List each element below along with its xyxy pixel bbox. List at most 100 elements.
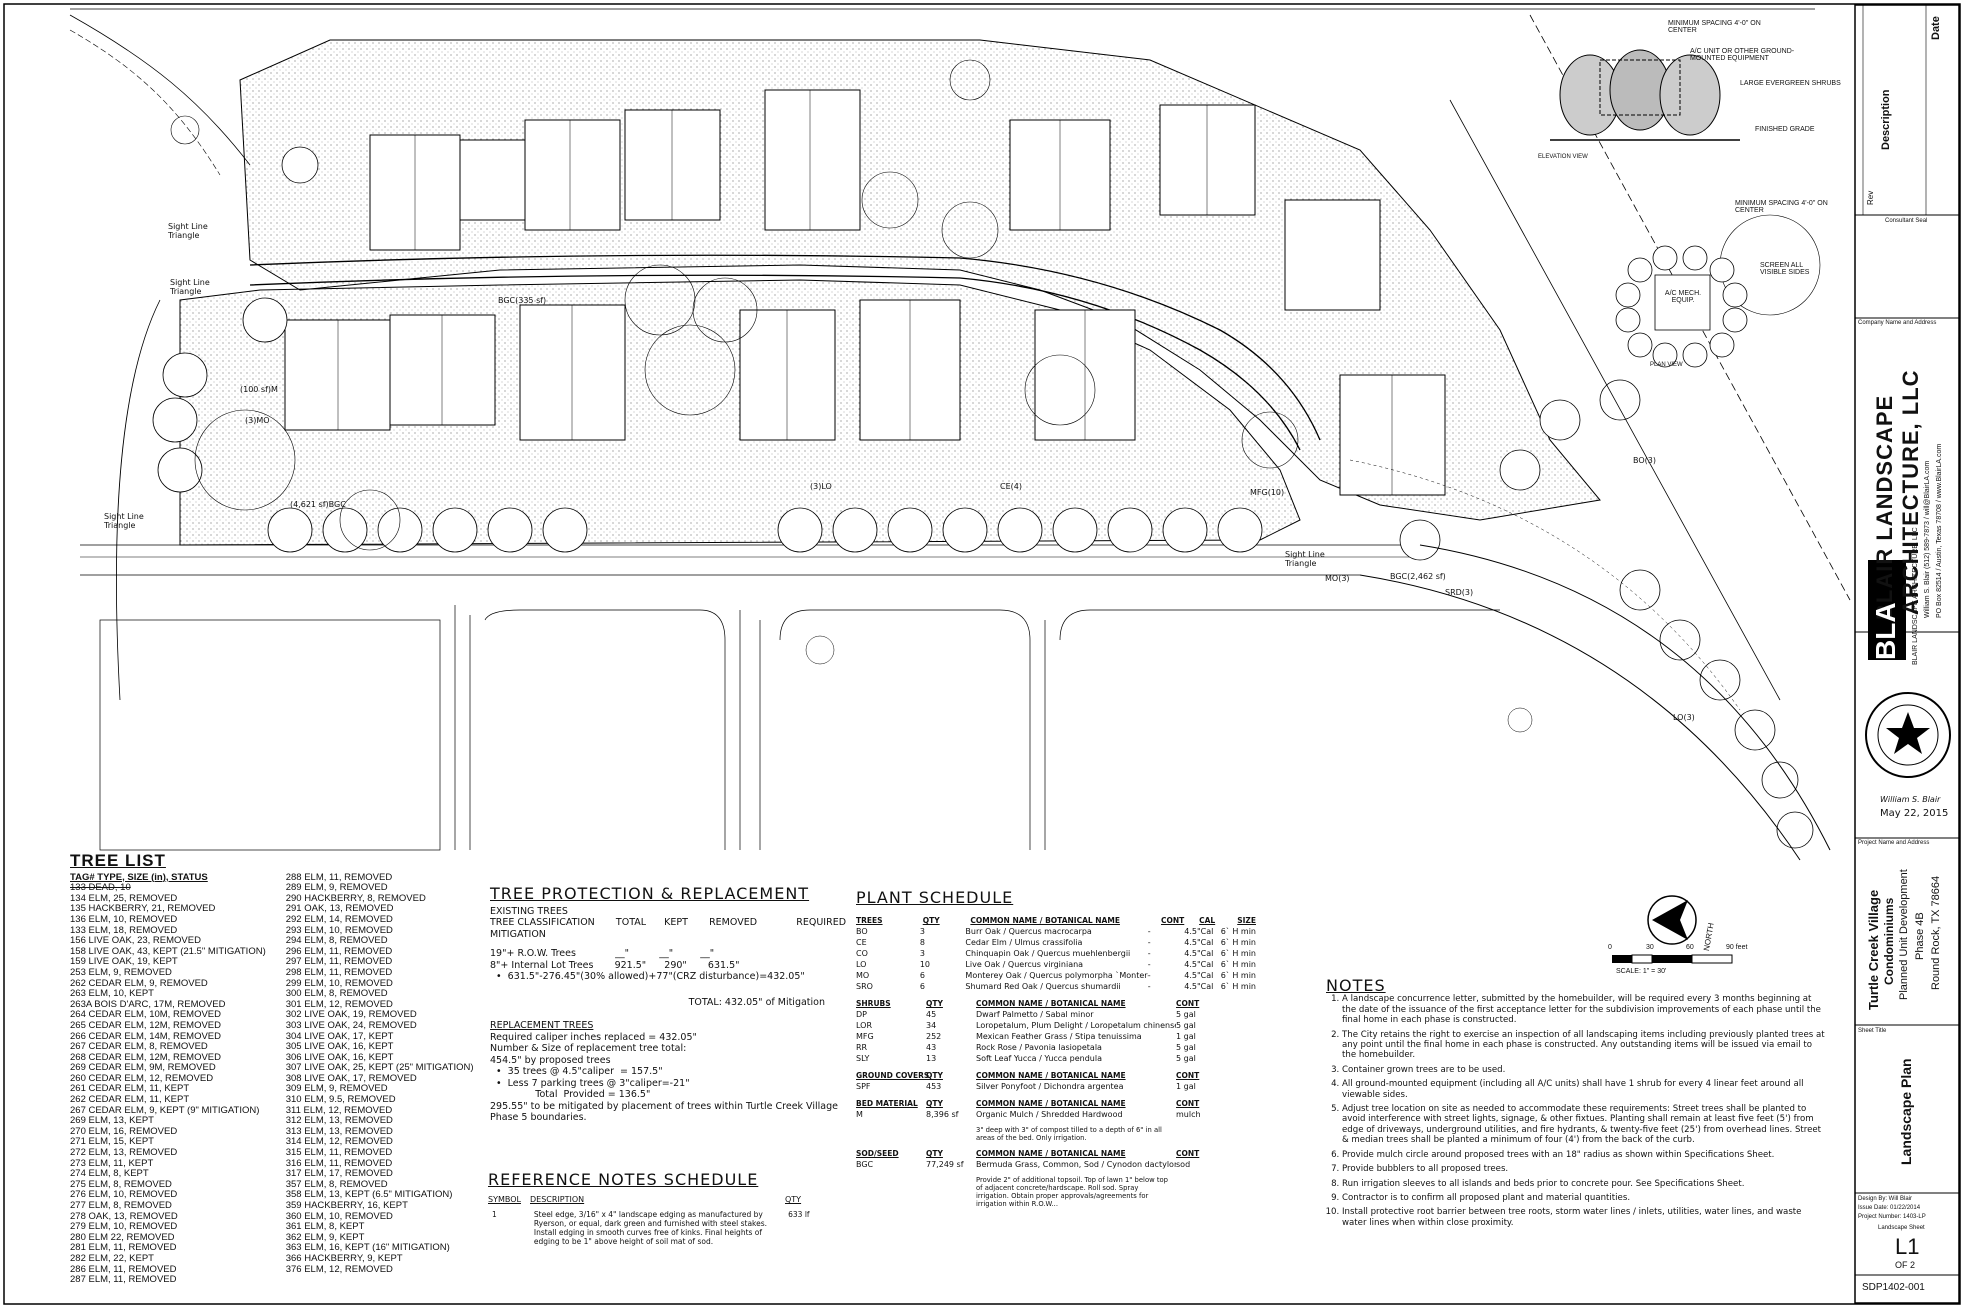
plant-schedule-header-cell: CAL bbox=[1199, 916, 1216, 925]
note-item: The City retains the right to exercise a… bbox=[1342, 1030, 1826, 1061]
tree-list-item: 262 CEDAR ELM, 11, KEPT bbox=[70, 1094, 190, 1106]
tree-protection-line bbox=[490, 940, 825, 948]
plant-schedule-title: PLANT SCHEDULE bbox=[856, 888, 1014, 907]
plant-schedule-cell: 252 bbox=[926, 1032, 942, 1041]
project-label: Project Name and Address bbox=[1858, 840, 1930, 846]
plant-schedule-header-cell: SIZE bbox=[1237, 916, 1256, 925]
north-arrow bbox=[1647, 895, 1697, 945]
plant-schedule-cell: 34 bbox=[926, 1021, 937, 1030]
plant-schedule-cell: CE bbox=[856, 938, 867, 947]
plant-schedule-cell: 10 bbox=[919, 960, 931, 969]
tree-list-item: 314 ELM, 12, REMOVED bbox=[285, 1136, 393, 1148]
sod-note: Provide 2" of additional topsoil. Top of… bbox=[976, 1176, 1168, 1208]
description-label: Description bbox=[1880, 89, 1892, 150]
tree-protection-line: TREE CLASSIFICATION TOTAL KEPT REMOVED R… bbox=[490, 917, 847, 928]
tree-list-item: 278 OAK, 13, REMOVED bbox=[70, 1210, 178, 1222]
plant-schedule-cell: 3 bbox=[919, 927, 925, 936]
tree-protection-section: TREE PROTECTION & REPLACEMENT EXISTING T… bbox=[490, 886, 847, 1124]
plant-schedule-cell: 8,396 sf bbox=[926, 1110, 959, 1119]
tree-list-item: 363 ELM, 16, KEPT (16" MITIGATION) bbox=[285, 1242, 450, 1254]
tree-list-item: 302 LIVE OAK, 19, REMOVED bbox=[285, 1009, 417, 1021]
tree-list-item: 279 ELM, 10, REMOVED bbox=[70, 1221, 178, 1233]
tree-list-item: 265 CEDAR ELM, 12M, REMOVED bbox=[70, 1019, 221, 1031]
tree-list-item: 294 ELM, 8, REMOVED bbox=[285, 935, 388, 947]
plant-schedule-header-cell: GROUND COVERS bbox=[856, 1071, 930, 1080]
plan-detail bbox=[1615, 245, 1748, 368]
plant-schedule-header-cell: TREES bbox=[856, 916, 883, 925]
scale-tick-90: 90 feet bbox=[1726, 944, 1748, 951]
plant-schedule-header-cell: BED MATERIAL bbox=[856, 1099, 918, 1108]
plant-schedule-cell: 5 gal bbox=[1176, 1010, 1196, 1019]
tree-list-item: 311 ELM, 12, REMOVED bbox=[285, 1104, 393, 1116]
bgc-label-2: BGC(2,462 sf) bbox=[1390, 572, 1446, 581]
plant-schedule-cell: 4.5"Cal bbox=[1184, 938, 1214, 947]
plant-schedule-cell: Monterey Oak / Quercus polymorpha `Monte… bbox=[965, 971, 1148, 980]
tree-list-item: 360 ELM, 10, REMOVED bbox=[285, 1210, 393, 1222]
scale-label: SCALE: 1" = 30' bbox=[1616, 968, 1667, 975]
plant-schedule-header-cell: QTY bbox=[926, 1099, 943, 1108]
ac-equip-label: A/C MECH. EQUIP. bbox=[1664, 290, 1702, 304]
tree-list-item: 376 ELM, 12, REMOVED bbox=[285, 1263, 393, 1275]
plant-schedule-cell: 453 bbox=[926, 1082, 942, 1091]
plant-schedule-header-cell: CONT bbox=[1176, 1099, 1200, 1108]
plant-schedule-cell: 3 bbox=[919, 949, 925, 958]
plant-schedule-cell: Silver Ponyfoot / Dichondra argentea bbox=[976, 1082, 1124, 1091]
tree-list-item: 262 CEDAR ELM, 9, REMOVED bbox=[70, 977, 208, 989]
tree-list-item: 291 OAK, 13, REMOVED bbox=[285, 903, 394, 915]
plant-schedule-cell: 1 gal bbox=[1176, 1082, 1196, 1091]
tree-list-item: 296 ELM, 11, REMOVED bbox=[285, 945, 393, 957]
tree-list-item: 136 ELM, 10, REMOVED bbox=[70, 913, 178, 925]
scale-bar bbox=[1612, 954, 1733, 964]
plant-schedule-cell: 6` H min bbox=[1220, 982, 1256, 991]
tree-list-item: 266 CEDAR ELM, 14M, REMOVED bbox=[70, 1030, 221, 1042]
tree-list-item: 272 ELM, 13, REMOVED bbox=[70, 1147, 178, 1159]
plant-schedule-cell: 6 bbox=[919, 982, 925, 991]
tree-list-item: 267 CEDAR ELM, 8, REMOVED bbox=[70, 1041, 208, 1053]
mo-label-2: (3)MO bbox=[245, 416, 270, 425]
plant-schedule-cell: MFG bbox=[856, 1032, 874, 1041]
plant-schedule-cell: Loropetalum, Plum Delight / Loropetalum … bbox=[976, 1021, 1176, 1030]
replacement-title: REPLACEMENT TREES bbox=[490, 1020, 594, 1031]
plant-schedule-header-cell: COMMON NAME / BOTANICAL NAME bbox=[976, 999, 1126, 1008]
bgc-label-3: (4,621 sf)BGC bbox=[290, 500, 346, 509]
note-item: Provide mulch circle around proposed tre… bbox=[1342, 1150, 1826, 1160]
tree-list-item: 300 ELM, 8, REMOVED bbox=[285, 988, 388, 1000]
bo-label: BO(3) bbox=[1633, 456, 1656, 465]
plant-schedule-cell: 8 bbox=[919, 938, 925, 947]
tree-list-item: 133 ELM, 18, REMOVED bbox=[70, 924, 178, 936]
project-name-1: Turtle Creek Village bbox=[1866, 889, 1881, 1010]
plant-schedule-header-cell: COMMON NAME / BOTANICAL NAME bbox=[976, 1149, 1126, 1158]
tree-list-item: 316 ELM, 11, REMOVED bbox=[285, 1157, 393, 1169]
project-number: Project Number: 1403-LP bbox=[1858, 1214, 1926, 1220]
plant-schedule-section: PLANT SCHEDULE TREES QTY COMMON NAME / BOT… bbox=[856, 888, 1256, 1208]
plant-schedule-cell: 6` H min bbox=[1220, 960, 1256, 969]
tree-list-item: 261 CEDAR ELM, 11, KEPT bbox=[70, 1083, 190, 1095]
plant-schedule-header-cell: COMMON NAME / BOTANICAL NAME bbox=[976, 1099, 1126, 1108]
plant-schedule-cell: 6` H min bbox=[1220, 949, 1256, 958]
tree-list-item: 358 ELM, 13, KEPT (6.5" MITIGATION) bbox=[285, 1189, 453, 1201]
notes-title: NOTES bbox=[1326, 976, 1386, 995]
plant-schedule-cell: Chinquapin Oak / Quercus muehlenbergii bbox=[965, 949, 1131, 958]
firm-logo-text: BLA bbox=[1870, 602, 1901, 660]
plant-schedule-cell: CO bbox=[856, 949, 868, 958]
tree-protection-line: • 631.5"-276.45"(30% allowed)+77"(CRZ di… bbox=[490, 971, 805, 982]
note-item: All ground-mounted equipment (including … bbox=[1342, 1079, 1826, 1100]
plant-schedule-cell: M bbox=[856, 1110, 863, 1119]
plant-schedule-header-cell: QTY bbox=[922, 916, 940, 925]
company-label: Company Name and Address bbox=[1858, 320, 1937, 326]
plant-schedule-cell: 13 bbox=[926, 1054, 937, 1063]
tree-list-item: 263A BOIS D'ARC, 17M, REMOVED bbox=[70, 998, 226, 1010]
plant-schedule-cell: - bbox=[1147, 960, 1151, 969]
elevation-detail bbox=[1550, 49, 1740, 141]
bgc-label-1: BGC(335 sf) bbox=[498, 296, 547, 305]
lo-label: LO(3) bbox=[1673, 713, 1695, 722]
project-name-5: Round Rock, TX 78664 bbox=[1930, 875, 1942, 990]
tree-list-item: 313 ELM, 13, REMOVED bbox=[285, 1125, 393, 1137]
plant-schedule-cell: Soft Leaf Yucca / Yucca pendula bbox=[976, 1054, 1102, 1063]
plant-schedule-cell: Rock Rose / Pavonia lasiopetala bbox=[976, 1043, 1102, 1052]
